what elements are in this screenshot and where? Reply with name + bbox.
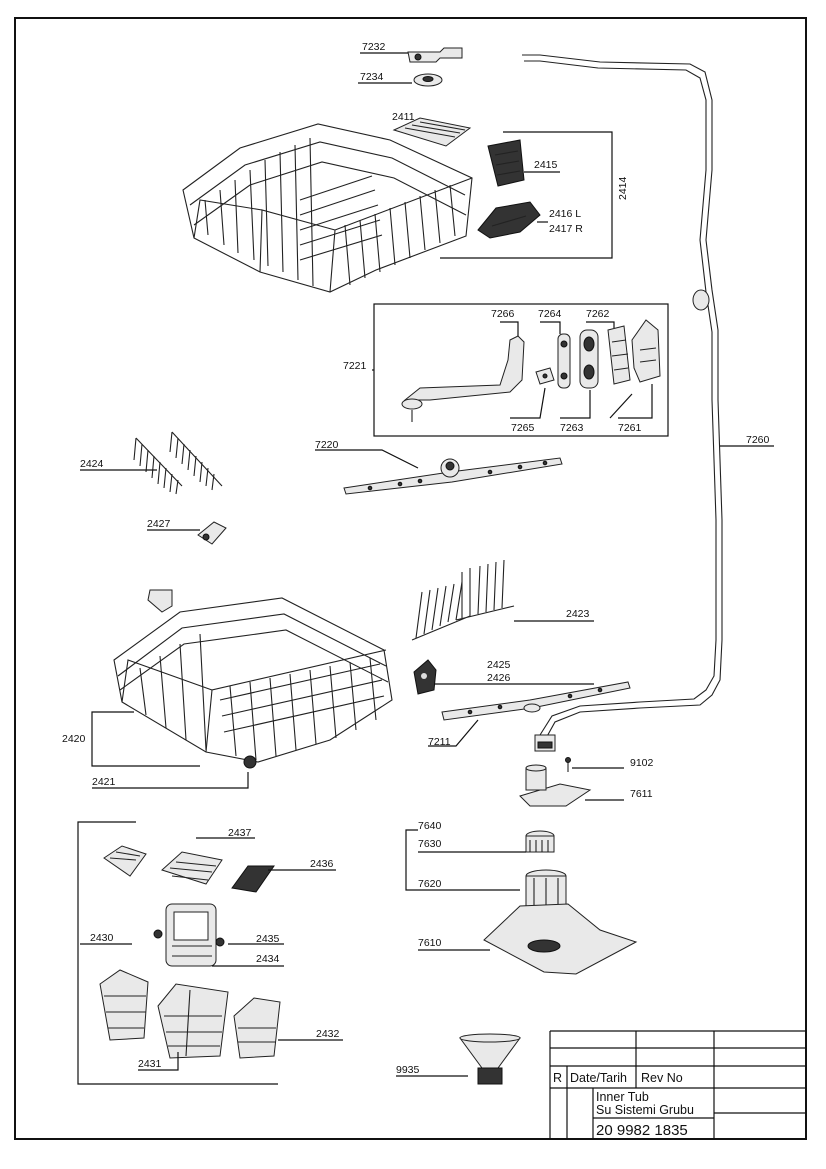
label-7220: 7220 [315,439,339,451]
sheet-border [14,17,807,1140]
label-2436: 2436 [310,858,334,870]
gasket-7263 [579,329,599,389]
label-2437: 2437 [228,827,252,839]
title-block-col-r: R [553,1071,562,1085]
clip-2435 [153,929,225,947]
label-2431: 2431 [138,1058,162,1070]
label-2427: 2427 [147,518,171,530]
tine-rack-2423 [411,559,515,641]
connector-7261 [631,319,661,383]
mount-7262 [607,325,631,385]
part-labels: 7232 7234 2411 2415 2414 2416 L 2417 R 7… [62,41,774,1076]
label-2426: 2426 [487,672,511,684]
upper-basket [182,123,473,293]
label-2435: 2435 [256,933,280,945]
label-7630: 7630 [418,838,442,850]
clip-7232 [407,47,463,63]
lower-spray-arm-7211 [441,681,631,721]
title-block: R Date/Tarih Rev No Inner Tub Su Sistemi… [549,1030,806,1139]
cutlery-basket-left [99,969,149,1041]
housing-7611 [519,764,592,807]
label-2423: 2423 [566,608,590,620]
nut-7265 [535,367,555,385]
cutlery-grid-2436 [231,865,275,893]
label-7263: 7263 [560,422,584,434]
label-2421: 2421 [92,776,116,788]
label-9935: 9935 [396,1064,420,1076]
cutlery-handle-2434 [165,903,217,967]
label-2411: 2411 [392,111,415,123]
label-9102: 9102 [630,757,654,769]
label-2415: 2415 [534,159,558,171]
label-2417: 2417 R [549,223,583,235]
drawing-number: 20 9982 1835 [596,1122,688,1139]
label-2420: 2420 [62,733,86,745]
filter-7630 [525,830,555,853]
label-7610: 7610 [418,937,442,949]
title-block-col-rev: Rev No [641,1071,683,1085]
drawing-title-line-2: Su Sistemi Grubu [596,1103,694,1117]
label-7232: 7232 [362,41,386,53]
label-2425: 2425 [487,659,511,671]
label-2414: 2414 [617,176,629,200]
label-2416: 2416 L [549,208,581,220]
cutlery-basket-2431 [157,983,229,1059]
label-2424: 2424 [80,458,104,470]
grille-2411 [392,117,472,147]
spray-pipe-7260 [522,54,723,752]
clip-2427 [197,521,227,545]
gasket-7264 [557,333,571,389]
funnel-9935 [459,1033,521,1085]
cutlery-basket-2432 [233,997,281,1059]
label-7260: 7260 [746,434,770,446]
filter-plate-7610 [483,903,638,975]
label-7640: 7640 [418,820,442,832]
label-7221: 7221 [343,360,367,372]
label-7611: 7611 [630,788,653,800]
title-block-col-date: Date/Tarih [570,1071,627,1085]
label-7211: 7211 [428,736,451,748]
cutlery-grid-left [103,845,147,877]
spray-arm-7220 [343,457,563,495]
screw-9102 [565,757,571,772]
label-7620: 7620 [418,878,442,890]
bracket-2415 [487,139,525,187]
spray-arm-tube-7266 [401,335,525,422]
label-7266: 7266 [491,308,515,320]
label-2430: 2430 [90,932,114,944]
label-7262: 7262 [586,308,610,320]
tine-rack-2424 [133,431,223,495]
label-2434: 2434 [256,953,280,965]
washer-7234 [413,73,443,87]
lower-basket [113,589,393,769]
handle-2416-2417 [477,201,541,239]
label-7265: 7265 [511,422,535,434]
label-7264: 7264 [538,308,562,320]
cutlery-grid-2437 [161,851,223,885]
label-2432: 2432 [316,1028,340,1040]
label-7234: 7234 [360,71,384,83]
label-7261: 7261 [618,422,642,434]
drawing-title-line-1: Inner Tub [596,1090,649,1104]
bracket-2425-2426 [413,659,437,695]
